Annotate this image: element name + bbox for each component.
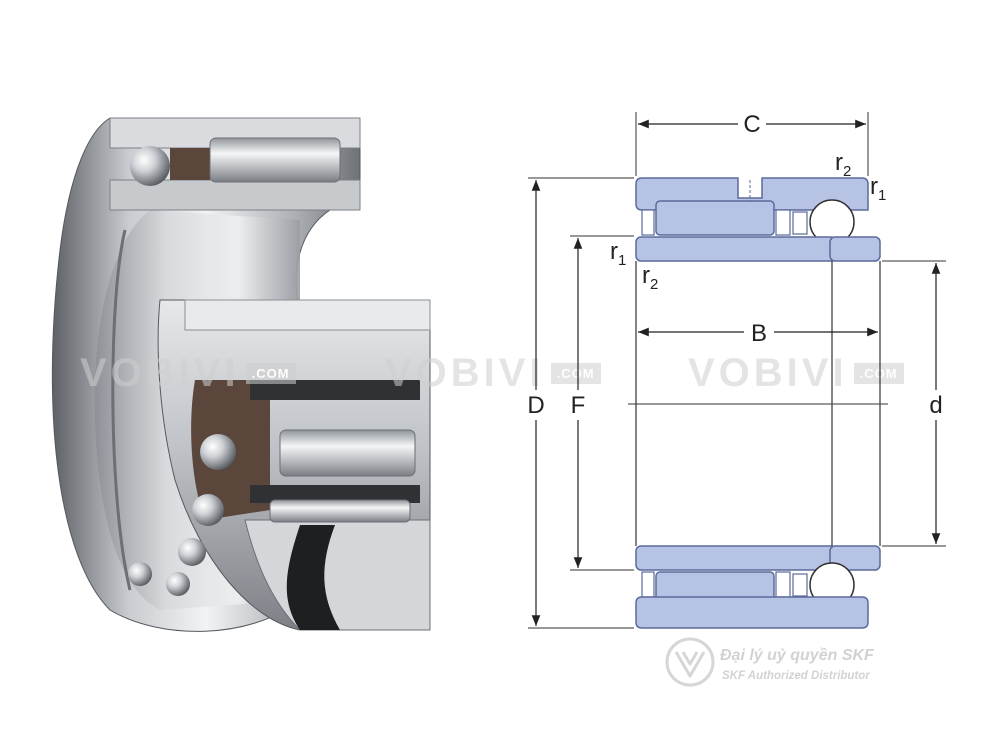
inner-roller-2 — [269, 499, 411, 523]
ball-3 — [178, 538, 206, 566]
top-roller — [209, 137, 341, 183]
label-r1-left: r1 — [610, 238, 626, 269]
label-C: C — [743, 111, 760, 138]
label-r2-top: r2 — [835, 149, 851, 180]
inner-roller-1 — [279, 429, 416, 477]
label-D: D — [527, 392, 544, 419]
label-d: d — [929, 392, 942, 419]
label-r2-left: r2 — [642, 262, 658, 293]
label-F: F — [571, 392, 586, 419]
distributor-logo-icon — [665, 637, 715, 687]
bearing-cutaway-image — [51, 117, 431, 632]
outer-ring-section-bottom — [635, 596, 869, 629]
distributor-mark: Đại lý uỷ quyền SKF SKF Authorized Distr… — [665, 637, 875, 687]
needle-roller-top — [655, 200, 775, 236]
label-B: B — [751, 320, 767, 347]
ball-2 — [192, 494, 224, 526]
distributor-line2: SKF Authorized Distributor — [722, 670, 870, 682]
inner-ring-section-top — [635, 236, 837, 262]
top-ball — [130, 146, 170, 186]
ball-5 — [128, 562, 152, 586]
ball-1 — [200, 434, 236, 470]
inner-ring-flange — [184, 299, 431, 331]
ball-4 — [166, 572, 190, 596]
distributor-line1: Đại lý uỷ quyền SKF — [720, 647, 875, 664]
inner-ring-section-bottom — [635, 545, 837, 571]
label-r1-top: r1 — [870, 173, 886, 204]
